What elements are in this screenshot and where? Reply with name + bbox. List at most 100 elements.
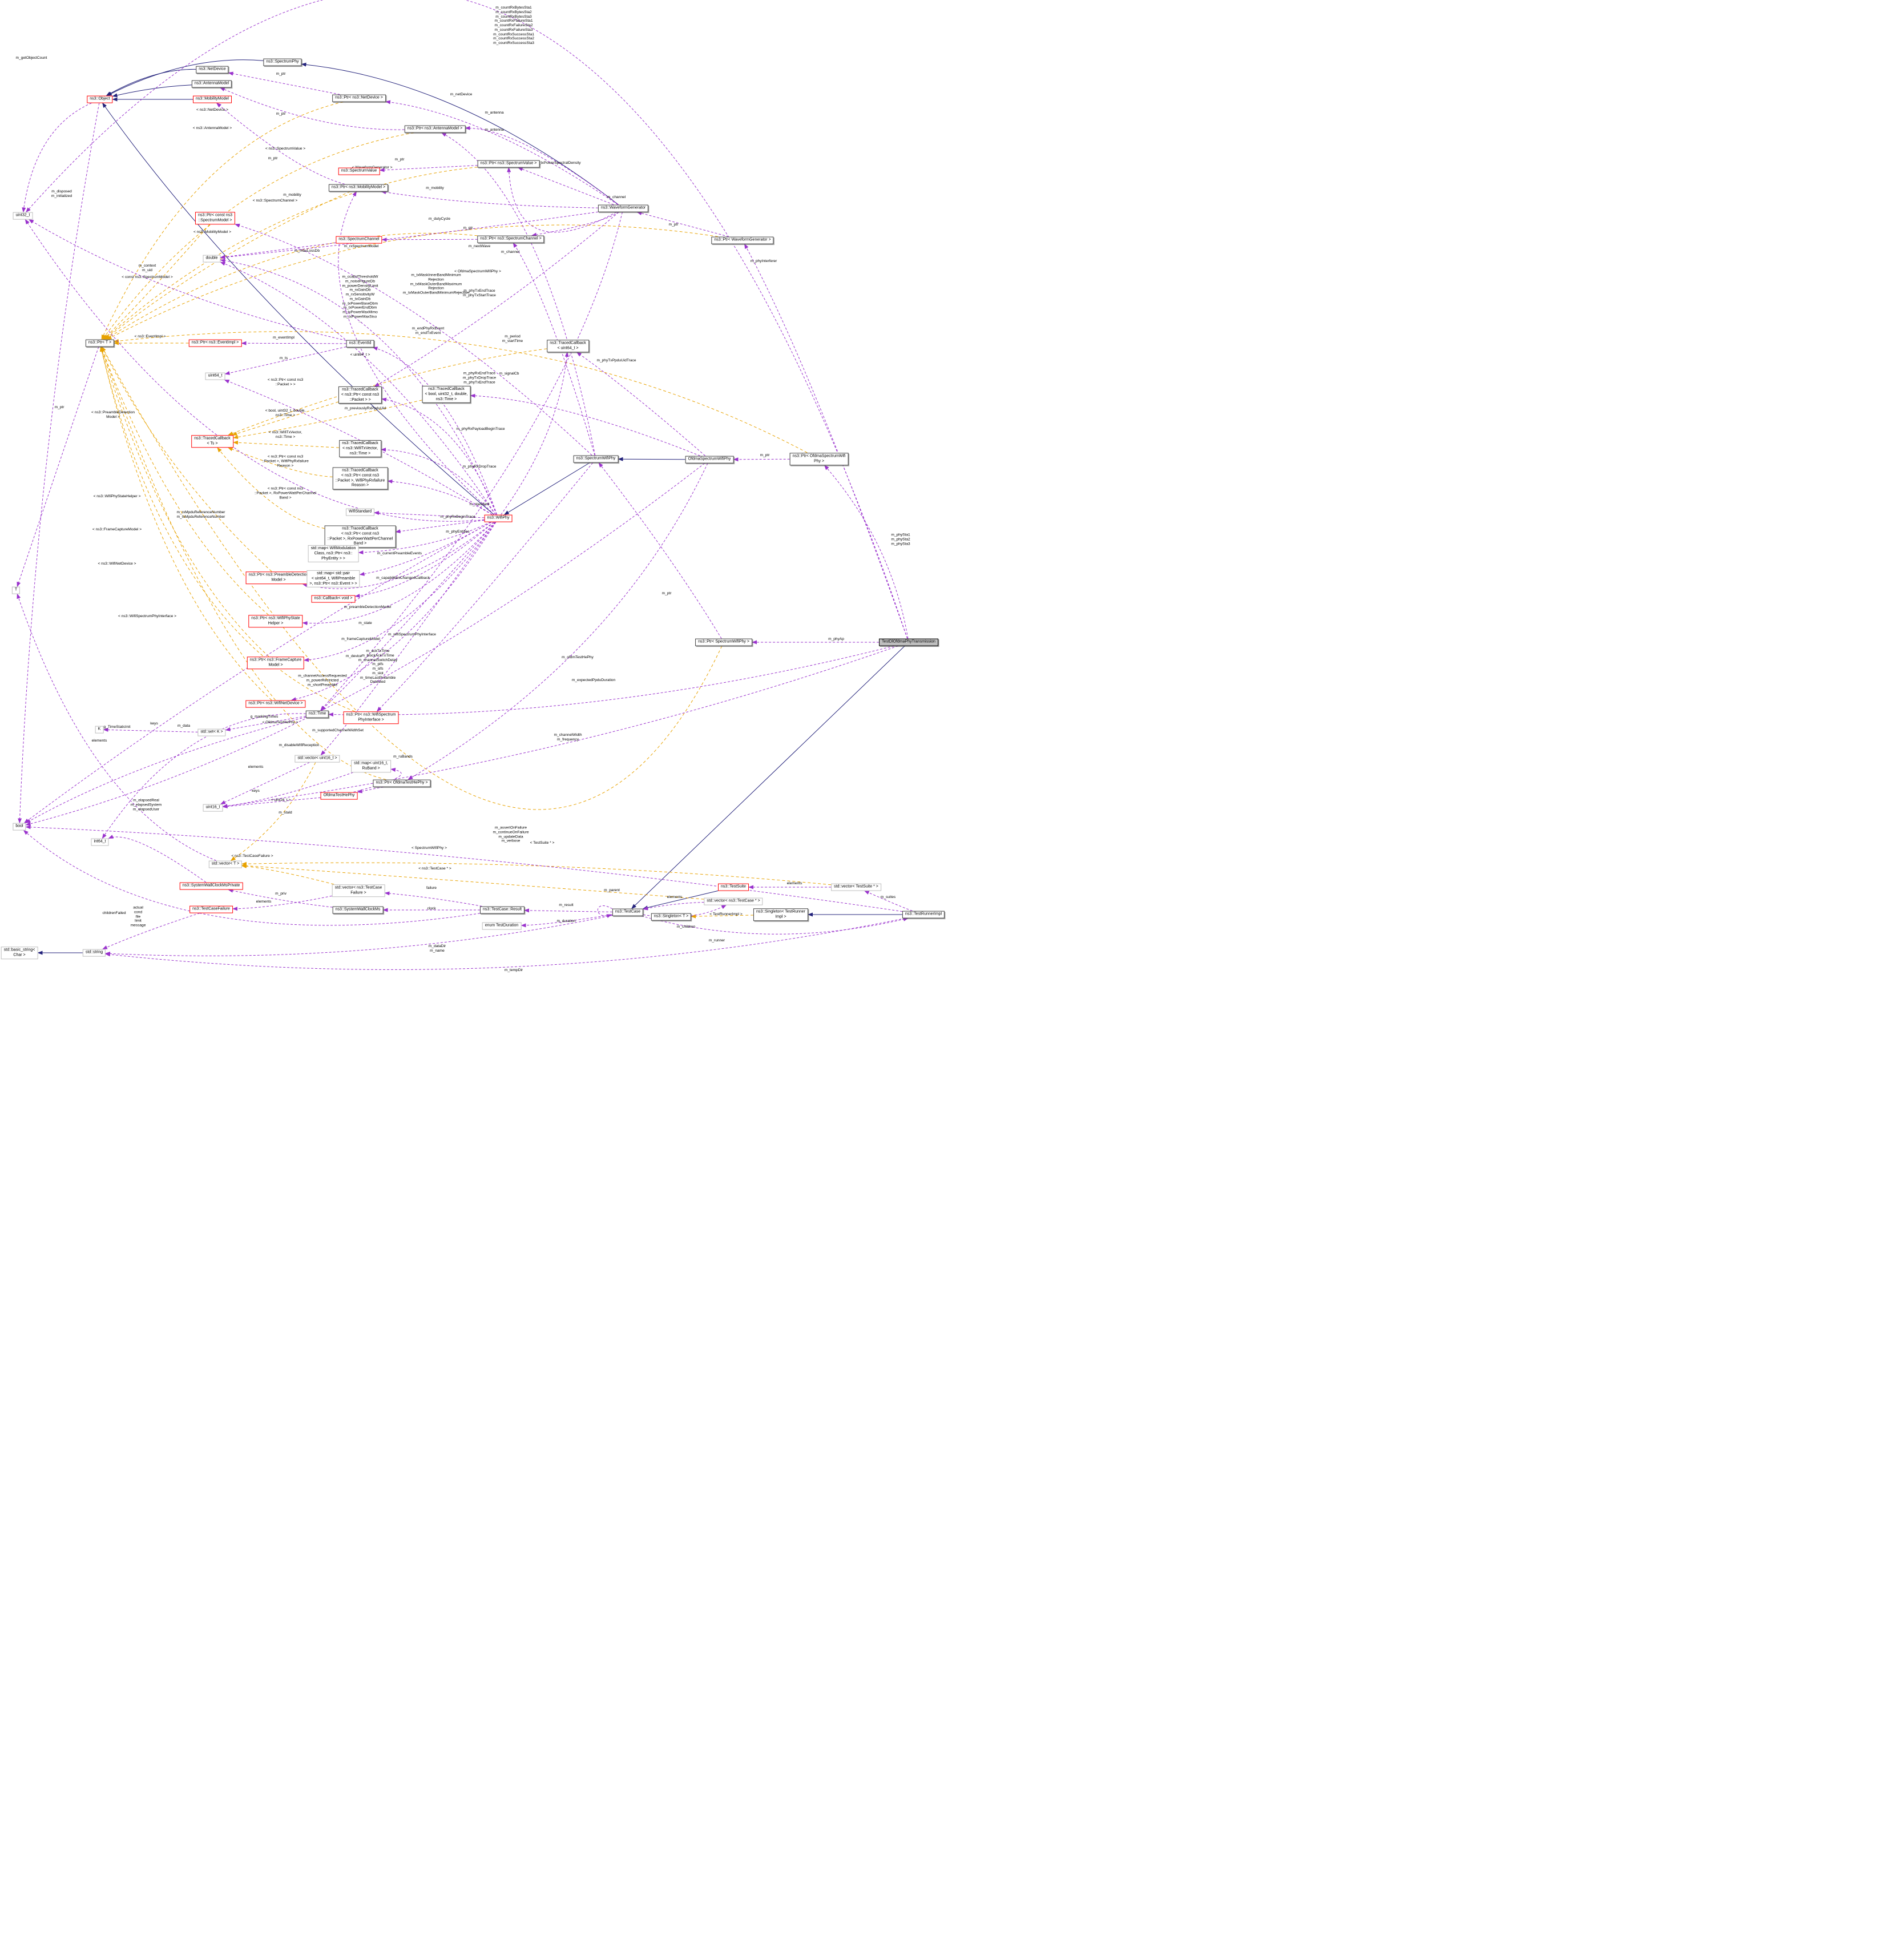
edge-label-testrunnerimpl-bool_: m_assertOnFailure m_continueOnFailure m_… bbox=[493, 825, 529, 843]
node-ofdmaspectrumwifiphy[interactable]: OfdmaSpectrumWifiPhy bbox=[685, 456, 734, 464]
node-singleton_tri[interactable]: ns3::Singleton< TestRunner Impl > bbox=[753, 908, 809, 921]
node-ptr_spectrumchannel[interactable]: ns3::Ptr< ns3::SpectrumChannel > bbox=[477, 235, 544, 243]
node-set_k[interactable]: std::set< K > bbox=[197, 728, 226, 736]
node-testcasefailure[interactable]: ns3::TestCaseFailure bbox=[189, 905, 233, 913]
node-tc_packet[interactable]: ns3::TracedCallback < ns3::Ptr< const ns… bbox=[338, 386, 382, 404]
node-double_[interactable]: double bbox=[203, 255, 221, 263]
node-vector_t[interactable]: std::vector< T > bbox=[208, 860, 243, 868]
node-ptr_preambledetection[interactable]: ns3::Ptr< ns3::PreambleDetection Model > bbox=[245, 571, 312, 584]
edge-tc_wifitxvector-tc_ts bbox=[233, 440, 340, 448]
node-k[interactable]: K bbox=[95, 726, 104, 734]
node-spectrumchannel[interactable]: ns3::SpectrumChannel bbox=[336, 236, 382, 244]
node-netdevice[interactable]: ns3::NetDevice bbox=[196, 66, 229, 74]
edge-waveformgenerator-tc_packet bbox=[374, 212, 619, 387]
node-ptr_wifiphystate[interactable]: ns3::Ptr< ns3::WifiPhyState Helper > bbox=[248, 615, 303, 627]
edge-ofdmaspectrumwifiphy-tc_bool bbox=[470, 393, 700, 456]
edge-label-spectrumwifiphy-ptr_const_spectrummodel: m_rxSpectrumModel bbox=[344, 244, 379, 249]
edge-tc_bool-tc_ts bbox=[233, 400, 422, 440]
edge-label-object-uint32: m_getObjectCount bbox=[15, 56, 47, 61]
node-uint64[interactable]: uint64_t bbox=[205, 372, 225, 380]
edge-ptr_preambledetection-ptr_t bbox=[101, 346, 272, 572]
node-t_box[interactable]: T bbox=[11, 586, 21, 594]
node-testsuite[interactable]: ns3::TestSuite bbox=[718, 883, 749, 891]
node-ptr_t[interactable]: ns3::Ptr< T > bbox=[85, 339, 115, 347]
edge-label-testcase_result-syswallclockms: clock bbox=[427, 907, 436, 911]
node-spectrumvalue[interactable]: ns3::SpectrumValue bbox=[338, 167, 380, 175]
node-int64[interactable]: int64_t bbox=[91, 838, 109, 846]
node-vector_uint16[interactable]: std::vector< uint16_t > bbox=[295, 755, 340, 763]
node-ptr_ofdmatesthephy[interactable]: ns3::Ptr< OfdmaTestHePhy > bbox=[373, 779, 431, 787]
node-testdlofdma[interactable]: TestDlOfdmaPhyTransmission bbox=[879, 638, 938, 646]
edge-label-ofdmaspectrumwifiphy-bool_: m_disableWifiReception bbox=[279, 743, 320, 748]
node-antennamodel[interactable]: ns3::AntennaModel bbox=[191, 80, 232, 88]
node-mobilitymodel[interactable]: ns3::MobilityModel bbox=[193, 95, 232, 103]
node-string[interactable]: std::string bbox=[82, 949, 106, 957]
node-syswallclockms[interactable]: ns3::SystemWallClockMs bbox=[332, 906, 384, 914]
node-testrunnerimpl[interactable]: ns3::TestRunnerImpl bbox=[902, 911, 945, 919]
node-enum_testduration[interactable]: enum TestDuration bbox=[482, 922, 522, 930]
node-wifistandard[interactable]: WifiStandard bbox=[345, 508, 375, 516]
node-syswallclockmsprivate[interactable]: ns3::SystemWallClockMsPrivate bbox=[179, 882, 243, 890]
node-tc_ts[interactable]: ns3::TracedCallback < Ts > bbox=[191, 435, 233, 448]
node-testcase_result[interactable]: ns3::TestCase::Result bbox=[479, 906, 525, 914]
node-spectrumphy[interactable]: ns3::SpectrumPhy bbox=[263, 58, 302, 66]
node-basic_string[interactable]: std::basic_string< Char > bbox=[1, 947, 38, 959]
node-ptr_const_spectrummodel[interactable]: ns3::Ptr< const ns3 ::SpectrumModel > bbox=[195, 212, 236, 224]
node-ptr_framecapture[interactable]: ns3::Ptr< ns3::FrameCapture Model > bbox=[247, 657, 305, 669]
node-spectrumwifiphy[interactable]: ns3::SpectrumWifiPhy bbox=[573, 455, 619, 463]
node-ptr_mobilitymodel[interactable]: ns3::Ptr< ns3::MobilityModel > bbox=[328, 184, 389, 192]
node-ptr_spectrumwifiphy[interactable]: ns3::Ptr< SpectrumWifiPhy > bbox=[695, 638, 752, 646]
node-tc_bool[interactable]: ns3::TracedCallback < bool, uint32_t, do… bbox=[422, 385, 471, 404]
edge-spectrumwifiphy-ptr_spectrumchannel bbox=[513, 242, 595, 456]
node-ptr_waveformgenerator[interactable]: ns3::Ptr< WaveformGenerator > bbox=[711, 236, 774, 244]
node-ptr_wifispectrumphyinterface[interactable]: ns3::Ptr< ns3::WifiSpectrum PhyInterface… bbox=[343, 711, 399, 724]
node-vector_testcaseptr[interactable]: std::vector< ns3::TestCase * > bbox=[704, 897, 763, 905]
edge-label-ptr_waveformgenerator-waveformgenerator: m_ptr bbox=[668, 223, 679, 227]
edge-ofdmaspectrumwifiphy-tc_uint64 bbox=[576, 352, 705, 456]
node-waveformgenerator[interactable]: ns3::WaveformGenerator bbox=[598, 204, 649, 212]
node-ptr_spectrumvalue[interactable]: ns3::Ptr< ns3::SpectrumValue > bbox=[477, 160, 540, 168]
node-testcase[interactable]: ns3::TestCase bbox=[612, 908, 644, 916]
node-bool_[interactable]: bool bbox=[13, 823, 26, 831]
node-wifiphy[interactable]: ns3::WifiPhy bbox=[484, 514, 513, 522]
edge-label-wifiphy-callback_void: m_capabilitiesChangedCallback bbox=[376, 576, 430, 581]
edge-label-wifiphy-tc_rxf: m_phyRxDropTrace bbox=[462, 465, 497, 469]
node-tc_rxf[interactable]: ns3::TracedCallback < ns3::Ptr< const ns… bbox=[332, 467, 388, 490]
edge-wifiphy-tc_rxpower bbox=[395, 520, 485, 534]
node-singleton_t[interactable]: ns3::Singleton< T > bbox=[651, 913, 692, 921]
node-map_ruband[interactable]: std::map< uint16_t, RuBand > bbox=[351, 760, 391, 772]
edge-vector_testcasefailure-testcasefailure bbox=[232, 895, 332, 911]
node-uint16[interactable]: uint16_t bbox=[203, 804, 223, 812]
edge-testdlofdma-testcase bbox=[631, 646, 905, 909]
node-ptr_eventimpl[interactable]: ns3::Ptr< ns3::EventImpl > bbox=[188, 339, 242, 347]
edge-label-tc_rxpower-tc_ts: < ns3::Ptr< const ns3 ::Packet >, RxPowe… bbox=[254, 486, 317, 500]
node-ptr_wifinetdevice[interactable]: ns3::Ptr< ns3::WifiNetDevice > bbox=[245, 700, 306, 708]
node-vector_testsuiteptr[interactable]: std::vector< TestSuite * > bbox=[831, 883, 881, 891]
node-ofdmatesthephy[interactable]: OfdmaTestHePhy bbox=[320, 792, 358, 800]
node-ptr_antennamodel[interactable]: ns3::Ptr< ns3::AntennaModel > bbox=[404, 125, 466, 133]
node-tc_rxpower[interactable]: ns3::TracedCallback < ns3::Ptr< const ns… bbox=[324, 525, 396, 548]
node-uint32[interactable]: uint32_t bbox=[13, 212, 33, 220]
node-tc_wifitxvector[interactable]: ns3::TracedCallback < ns3::WifiTxVector,… bbox=[339, 440, 381, 458]
node-eventid[interactable]: ns3::EventId bbox=[346, 340, 374, 348]
node-object[interactable]: ns3::Object bbox=[87, 95, 113, 103]
node-callback_void[interactable]: ns3::Callback< void > bbox=[311, 595, 356, 603]
node-map_pair[interactable]: std::map< std::pair < uint64_t, WifiPrea… bbox=[306, 570, 360, 588]
edge-wifiphy-ptr_wifinetdevice bbox=[291, 522, 497, 702]
node-vector_testcasefailure[interactable]: std::vector< ns3::TestCase Failure > bbox=[332, 884, 385, 897]
node-map_wifimodulation[interactable]: std::map< WifiModulation Class, ns3::Ptr… bbox=[308, 545, 359, 563]
edge-label-testcase-testrunnerimpl: m_runner bbox=[708, 939, 725, 943]
node-ptr_ofdmaspectrumwifiphy[interactable]: ns3::Ptr< OfdmaSpectrumWifi Phy > bbox=[789, 453, 849, 465]
node-time[interactable]: ns3::Time bbox=[305, 710, 329, 718]
edge-label-waveformgenerator-time: m_period m_startTime bbox=[502, 335, 523, 343]
edge-label-ptr_wifispectrumphyinterface-ptr_t: < ns3::WifiSpectrumPhyInterface > bbox=[118, 614, 176, 619]
edge-label-wifiphy-tc_rxpower: m_phyRxBeginTrace bbox=[440, 515, 475, 520]
edge-label-testdlofdma-ptr_waveformgenerator: m_phyInterferer bbox=[750, 259, 777, 264]
node-tc_uint64[interactable]: ns3::TracedCallback < uint64_t > bbox=[547, 340, 589, 352]
edge-label-vector_testsuiteptr-vector_t: < TestSuite * > bbox=[530, 841, 555, 845]
edge-waveformgenerator-ptr_netdevice bbox=[385, 100, 618, 205]
edge-singleton_tri-singleton_t bbox=[691, 914, 754, 919]
edge-ptr_wifiphystate-ptr_t bbox=[100, 346, 269, 615]
node-ptr_netdevice[interactable]: ns3::Ptr< ns3::NetDevice > bbox=[332, 94, 386, 102]
